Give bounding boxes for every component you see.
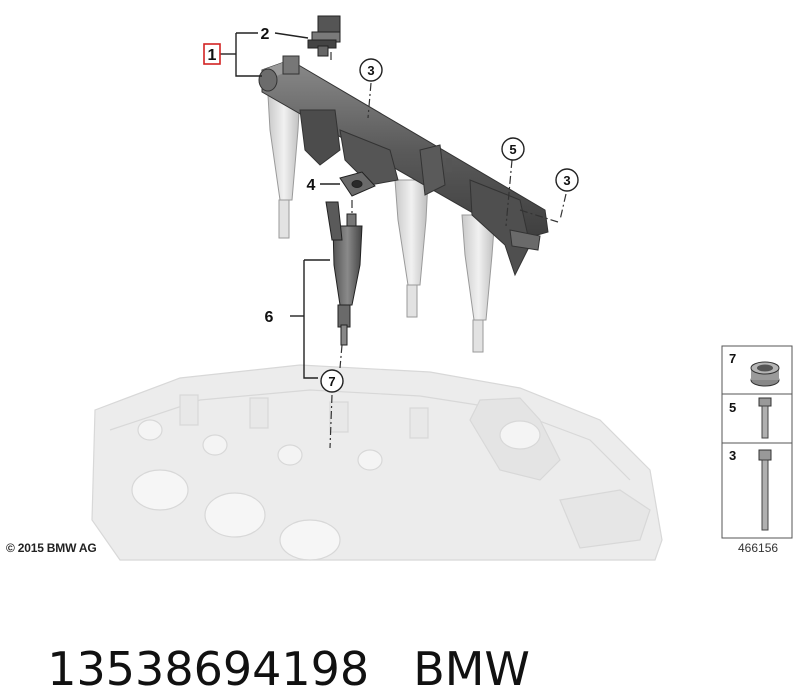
pressure-sensor [307, 15, 341, 57]
svg-text:3: 3 [367, 63, 374, 78]
assembly-lines [329, 52, 567, 449]
brand-name: BMW [413, 642, 530, 696]
bracket-plate [339, 171, 376, 197]
svg-text:2: 2 [261, 26, 270, 43]
installed-injector-1 [267, 94, 301, 239]
callout-3-right: 3 [555, 168, 579, 192]
callout-7: 7 [320, 369, 344, 393]
svg-text:6: 6 [265, 309, 274, 326]
installed-injector-2 [394, 179, 429, 318]
svg-text:5: 5 [729, 400, 736, 415]
sealing-ring-icon [750, 361, 780, 387]
callout-1: 1 [203, 43, 221, 65]
svg-text:3: 3 [729, 448, 736, 463]
long-bolt-icon [758, 449, 772, 531]
svg-text:5: 5 [509, 142, 516, 157]
diagram-reference-code: 466156 [738, 541, 779, 555]
legend-item-3: 3 [729, 448, 772, 531]
callout-4: 4 [307, 177, 316, 194]
installed-injector-3 [461, 214, 496, 353]
short-bolt-icon [758, 397, 772, 439]
svg-text:7: 7 [729, 351, 736, 366]
leader-lines [220, 32, 340, 379]
legend-item-5: 5 [729, 397, 772, 439]
callout-6: 6 [265, 309, 274, 326]
svg-text:7: 7 [328, 374, 335, 389]
svg-text:1: 1 [208, 47, 217, 64]
copyright-notice: © 2015 BMW AG [6, 541, 97, 555]
callout-3-top: 3 [359, 58, 383, 82]
part-number: 13538694198 [47, 642, 370, 696]
part-caption: 13538694198 BMW [18, 588, 530, 696]
parts-legend: 7 5 3 [721, 345, 793, 539]
detached-injector [325, 201, 363, 346]
legend-item-7: 7 [729, 351, 780, 387]
svg-text:3: 3 [563, 173, 570, 188]
callout-2: 2 [261, 26, 270, 43]
cylinder-head-ghost [91, 364, 663, 561]
callout-5: 5 [501, 137, 525, 161]
parts-diagram: 1 2 3 5 3 4 6 7 7 [91, 15, 793, 561]
fuel-rail [258, 55, 549, 277]
installed-injectors [267, 94, 496, 353]
svg-text:4: 4 [307, 177, 316, 194]
